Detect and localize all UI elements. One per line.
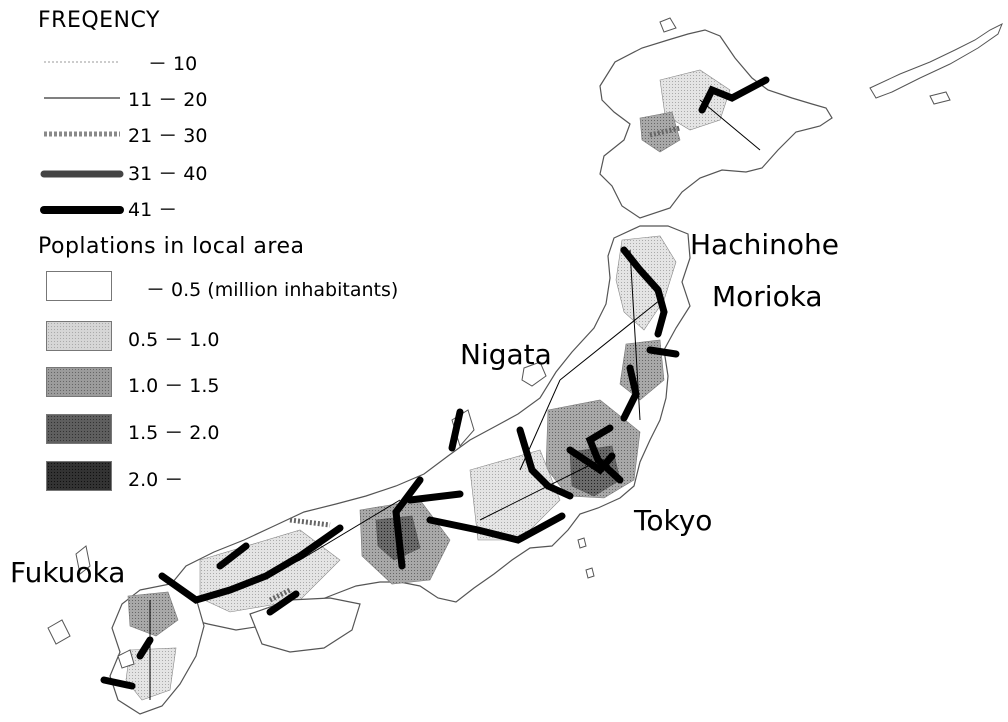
island-shikoku — [249, 597, 361, 653]
frequency-line-swatches — [40, 61, 124, 214]
population-swatch-dark — [46, 414, 112, 444]
island-small-2 — [659, 17, 677, 33]
island-izu-2 — [585, 567, 595, 579]
population-legend-label: 1.0 － 1.5 — [128, 375, 220, 397]
population-legend-label: 0.5 － 1.0 — [128, 329, 220, 351]
population-legend-label: 1.5 － 2.0 — [128, 422, 220, 444]
city-label-tokyo: Tokyo — [634, 504, 713, 537]
city-label-hachinohe: Hachinohe — [690, 228, 839, 261]
frequency-legend-label: 11 － 20 — [128, 89, 208, 111]
island-izu-1 — [577, 537, 587, 549]
city-label-nigata: Nigata — [460, 338, 552, 371]
hokkaido-sapporo-area — [639, 111, 681, 153]
population-swatch-darkest — [46, 461, 112, 491]
population-swatch-light — [46, 321, 112, 351]
frequency-legend-label: 21 － 30 — [128, 125, 208, 147]
network-mid — [268, 125, 681, 603]
fukuoka-area — [127, 591, 179, 637]
city-label-morioka: Morioka — [712, 280, 823, 313]
island-hokkaido — [599, 29, 833, 219]
island-tsushima — [75, 545, 91, 575]
city-label-fukuoka: Fukuoka — [10, 556, 126, 589]
population-legend-title: Poplations in local area — [38, 234, 305, 259]
population-legend-label: 2.0 － — [128, 469, 184, 491]
island-amakusa — [117, 649, 135, 669]
frequency-legend-label: 31 － 40 — [128, 163, 208, 185]
kyushu-south-area — [125, 647, 177, 701]
island-kunashiri — [869, 22, 1003, 99]
frequency-legend-label: － 10 — [148, 53, 198, 75]
island-goto — [47, 619, 71, 645]
population-swatch-mid — [46, 367, 112, 397]
island-small-1 — [929, 91, 951, 105]
population-legend-label: － 0.5 (million inhabitants) — [146, 279, 399, 301]
network-heavy — [100, 76, 770, 690]
population-swatch-lowest — [46, 271, 112, 301]
frequency-legend-title: FREQENCY — [38, 8, 160, 33]
island-sado — [521, 361, 547, 387]
frequency-legend-label: 41 － — [128, 199, 178, 221]
island-honshu — [161, 225, 691, 631]
